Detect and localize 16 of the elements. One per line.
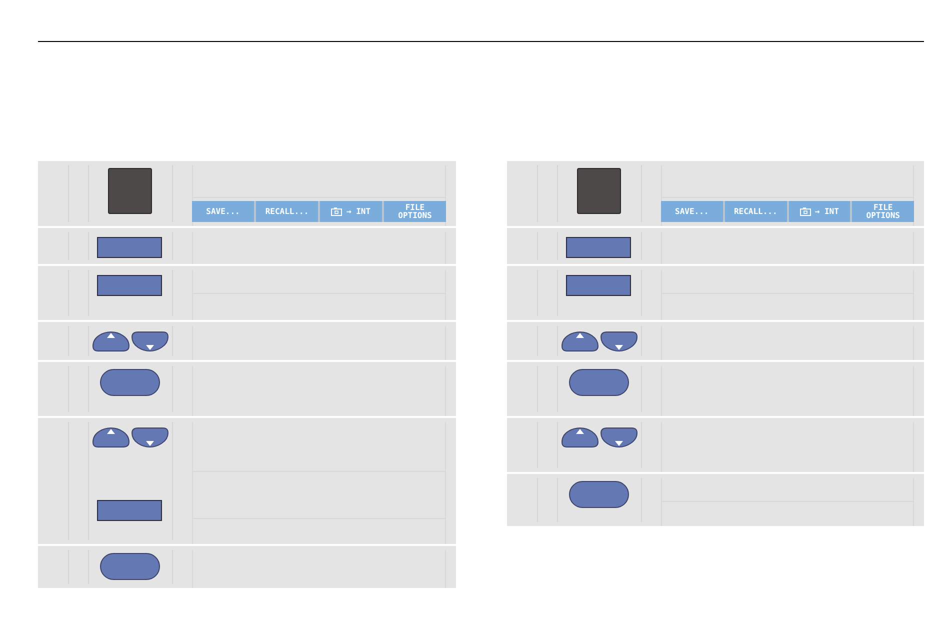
softkey-text: SAVE... bbox=[206, 208, 240, 216]
softkey-text: → INT bbox=[814, 208, 839, 216]
softkey-text: RECALL... bbox=[734, 208, 778, 216]
softkey-label bbox=[382, 201, 446, 222]
softkey-text: FILE OPTIONS bbox=[865, 204, 901, 220]
softkey-text: SAVE... bbox=[675, 208, 709, 216]
softkey-label bbox=[722, 201, 786, 222]
softkey-label bbox=[661, 201, 723, 222]
softkey-text: FILE OPTIONS bbox=[397, 204, 433, 220]
softkey-label bbox=[850, 201, 914, 222]
softkey-label bbox=[254, 201, 318, 222]
softkey-text: → INT bbox=[346, 208, 371, 216]
softkey-label bbox=[192, 201, 254, 222]
softkey-label bbox=[786, 201, 850, 222]
softkey-text: RECALL... bbox=[265, 208, 309, 216]
softkey-label bbox=[318, 201, 382, 222]
